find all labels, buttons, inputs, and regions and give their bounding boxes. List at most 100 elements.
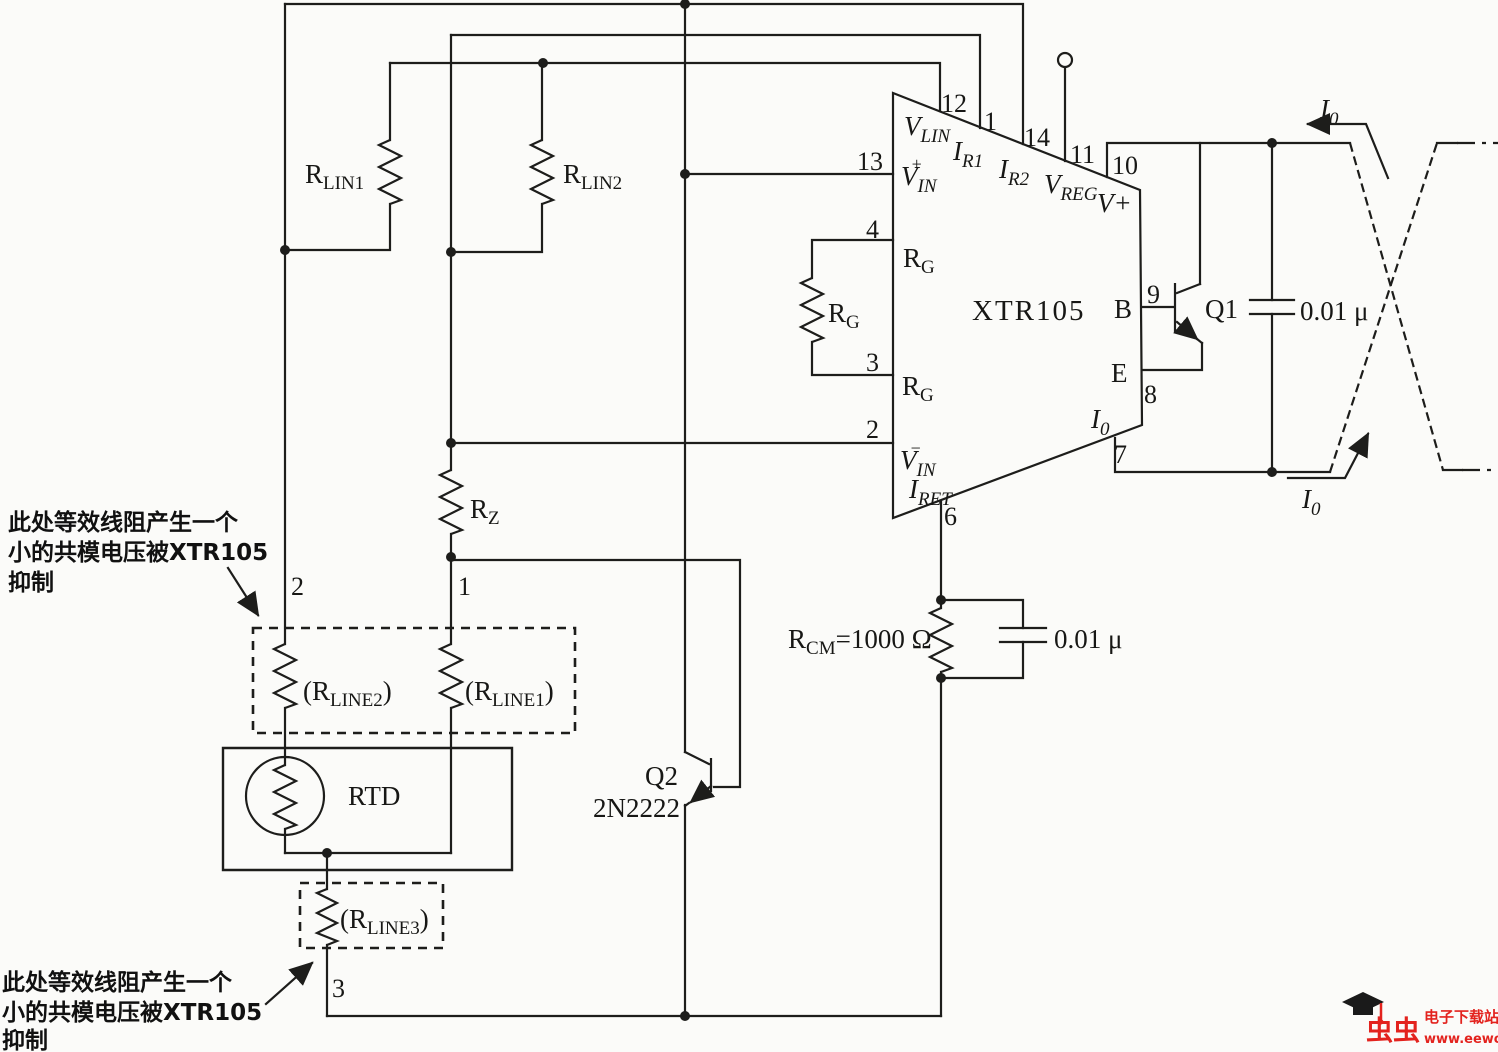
- q2-emitter-tail: [685, 803, 689, 806]
- i0-bottom-label: I0: [1301, 484, 1321, 520]
- wire-pin7-out: [1115, 438, 1330, 472]
- watermark-brand: 虫虫: [1366, 1016, 1420, 1047]
- i0-bottom-arrow: [1288, 432, 1368, 478]
- pin14-num: 14: [1024, 123, 1050, 152]
- rcm-label: RCM=1000 Ω: [788, 624, 932, 659]
- q1-collector-stroke: [1177, 284, 1200, 293]
- resistor-rline1: [440, 644, 462, 708]
- resistor-rlin2: [531, 140, 553, 204]
- wire-vlin-rail: [390, 63, 940, 111]
- line-resistance-box-bottom: [300, 883, 443, 948]
- rtd-box: [223, 748, 512, 870]
- junction-dots: [280, 0, 1277, 1021]
- wire-rlin1-branch: [285, 63, 390, 250]
- q2-emitter-arrow: [689, 779, 716, 802]
- wire-twist-tails: [1437, 143, 1462, 470]
- wire-twist-b: [1330, 143, 1437, 472]
- xtr105-chip-body: [893, 93, 1142, 518]
- note-top-line1: 此处等效线阻产生一个: [8, 509, 239, 536]
- pin13-name: VIN+: [901, 154, 938, 197]
- watermark-site: 电子下载站: [1424, 1008, 1498, 1026]
- pin11-name: VREG: [1044, 169, 1098, 205]
- rz-label: RZ: [470, 494, 500, 529]
- rline3-label: (RLINE3): [340, 904, 429, 939]
- node3-label: 3: [332, 974, 345, 1003]
- pin2-name: VIN−: [900, 438, 937, 481]
- vreg-terminal: [1058, 53, 1072, 67]
- pin4-num: 4: [866, 215, 879, 244]
- node2-label: 2: [291, 572, 304, 601]
- note-bottom-arrow: [266, 963, 314, 1004]
- resistor-rlin1: [379, 140, 401, 204]
- rlin2-label: RLIN2: [563, 159, 622, 194]
- labels: RLIN1 RLIN2 RZ RG RCM=1000 Ω (RLINE2) (R…: [291, 89, 1368, 1003]
- pin10-name: V+: [1097, 188, 1132, 218]
- pin6-name: IRET: [908, 474, 953, 510]
- rtd-circle: [246, 757, 324, 835]
- q2-label: Q2: [645, 761, 678, 791]
- pin4-name: RG: [903, 243, 935, 278]
- rtd-label: RTD: [348, 781, 400, 811]
- pin9-name: B: [1114, 294, 1132, 324]
- rlin1-label: RLIN1: [305, 159, 364, 194]
- pin1-name: IR1: [952, 136, 983, 172]
- pin2-num: 2: [866, 415, 879, 444]
- note-top-line2: 小的共模电压被XTR105: [8, 539, 268, 566]
- q2-collector-stroke: [685, 752, 709, 764]
- components: [223, 53, 1294, 948]
- rg-label: RG: [828, 298, 860, 333]
- resistor-rline2: [274, 644, 296, 708]
- pin6-num: 6: [944, 502, 957, 531]
- pin11-num: 11: [1070, 140, 1095, 169]
- resistor-rg: [801, 278, 823, 342]
- transistor-q1: [1173, 283, 1202, 343]
- chip-name: XTR105: [972, 295, 1086, 327]
- wire-vplus-rail: [1107, 143, 1350, 177]
- annotations: 此处等效线阻产生一个 小的共模电压被XTR105 抑制 此处等效线阻产生一个 小…: [2, 113, 1388, 1052]
- pin13-num: 13: [857, 147, 883, 176]
- pin14-name: IR2: [998, 154, 1030, 190]
- node1-label: 1: [458, 572, 471, 601]
- wire-q2-base: [451, 560, 740, 787]
- wire-rlin2-branch: [451, 63, 542, 252]
- capacitor-rcm: [1000, 628, 1046, 642]
- wire-ir1-rail: [451, 35, 980, 128]
- pin3-name: RG: [902, 371, 934, 406]
- resistor-rz: [440, 470, 462, 534]
- rline1-label: (RLINE1): [465, 676, 554, 711]
- wire-twist-a: [1350, 143, 1443, 470]
- pin7-num: 7: [1114, 440, 1127, 469]
- rline2-label: (RLINE2): [303, 676, 392, 711]
- pin3-num: 3: [866, 348, 879, 377]
- wire-q1-emitter-e: [1142, 343, 1202, 370]
- q1-emitter-arrow: [1173, 316, 1199, 339]
- watermark-url: www.eeworm.com: [1424, 1032, 1498, 1047]
- resistor-rline3: [317, 889, 337, 945]
- eeworm-logo-icon: [1342, 992, 1384, 1025]
- wire-top-rail: [285, 4, 1023, 144]
- wire-rg-loop: [812, 240, 893, 375]
- note-bottom-line1: 此处等效线阻产生一个: [2, 969, 233, 996]
- wire-continuation: [1457, 143, 1498, 470]
- pin10-num: 10: [1112, 151, 1138, 180]
- rtd-element: [274, 765, 296, 829]
- q1-emitter-tail: [1197, 339, 1202, 343]
- note-top-line3: 抑制: [8, 570, 54, 596]
- line-resistance-box-top: [253, 628, 575, 733]
- i0-top-arrow: [1305, 113, 1388, 178]
- q2-part-label: 2N2222: [593, 793, 680, 823]
- pin7-name: I0: [1090, 404, 1110, 440]
- note-bottom-line2: 小的共模电压被XTR105: [2, 999, 262, 1026]
- note-top-arrow: [228, 568, 258, 617]
- pin8-name: E: [1111, 358, 1128, 388]
- capacitor-output: [1250, 300, 1294, 314]
- pin9-num: 9: [1147, 280, 1160, 309]
- cap-rcm-label: 0.01 μ: [1054, 624, 1122, 654]
- resistor-rcm: [930, 608, 952, 672]
- pin8-num: 8: [1144, 380, 1157, 409]
- note-bottom-line3: 抑制: [2, 1028, 48, 1052]
- pin12-name: VLIN: [904, 111, 951, 147]
- transistor-q2: [685, 752, 716, 806]
